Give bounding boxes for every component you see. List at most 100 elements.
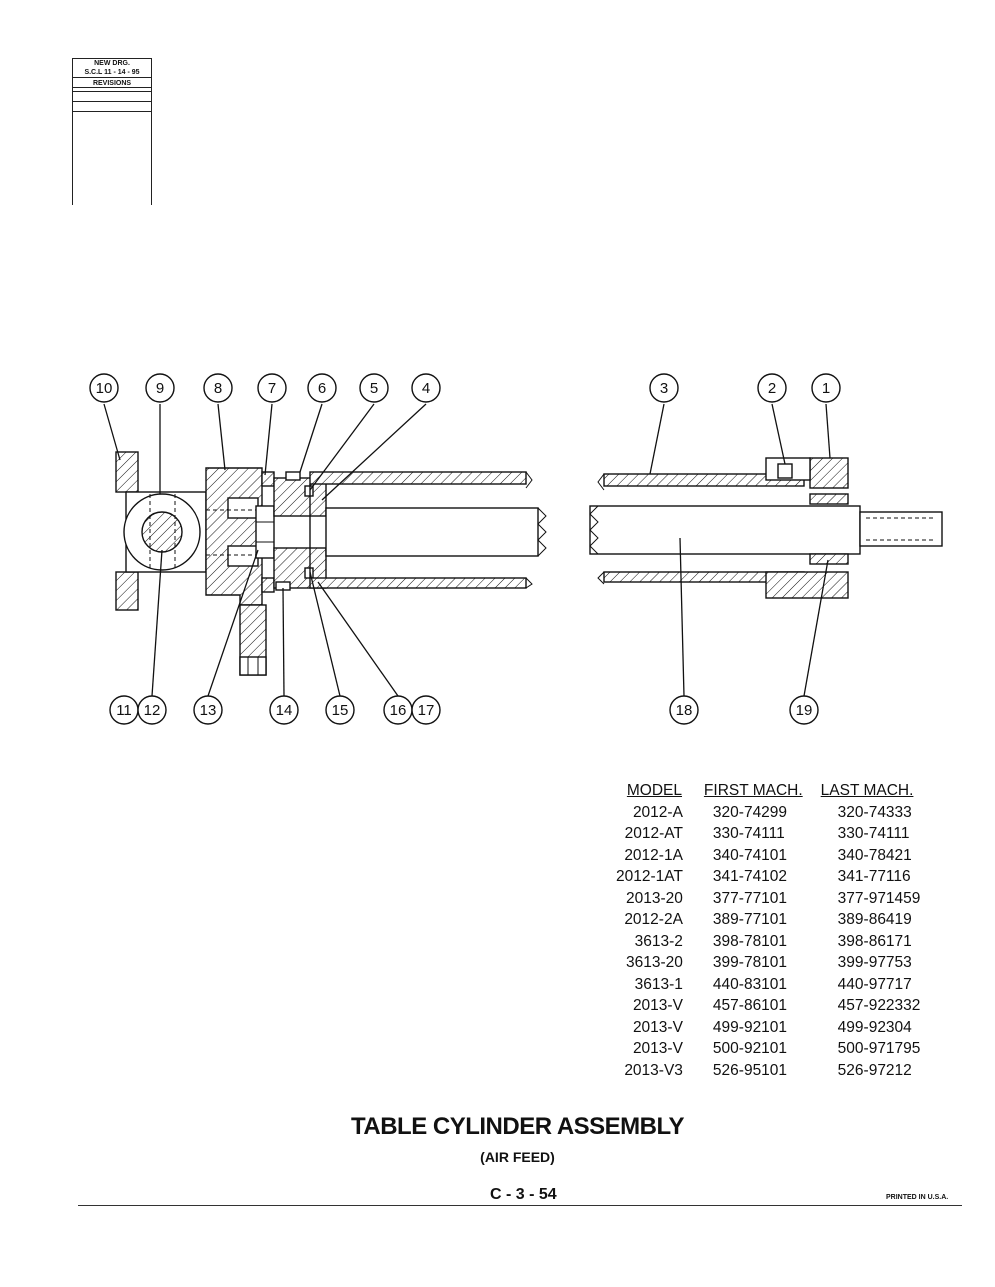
last-mach-cell: 398-86171	[837, 932, 912, 950]
table-row: 2013-V 499-92101 499-92304	[610, 1017, 926, 1039]
svg-text:14: 14	[276, 702, 293, 719]
first-mach-cell: 457-86101	[712, 997, 788, 1014]
left-assembly	[115, 451, 547, 676]
callout-13: 13	[193, 695, 223, 725]
model-cell: 2013-V	[632, 1040, 683, 1057]
callouts: 10 9 8 7 6 5 4 3 2 1 11 12 13 14 15 16 1…	[89, 373, 841, 725]
table-row: 2013-V 457-86101 457-922332	[610, 995, 926, 1017]
cylinder-tube-upper	[309, 471, 527, 485]
first-mach-cell: 340-74101	[712, 846, 788, 864]
revisions-heading: REVISIONS	[92, 80, 132, 87]
model-cell: 3613-1	[634, 975, 683, 993]
model-cell: 2012-2A	[624, 911, 683, 928]
model-cell: 2013-20	[626, 889, 683, 907]
model-cell: 2012-1AT	[616, 868, 683, 885]
first-mach-cell: 330-74111	[712, 825, 785, 842]
callout-16: 16	[383, 695, 413, 725]
rod-end-block	[205, 467, 263, 606]
first-mach-cell: 500-92101	[712, 1040, 788, 1057]
revision-new-drawing: NEW DRG.	[94, 60, 130, 67]
piston-rod-left	[325, 507, 539, 557]
last-mach-cell: 320-74333	[837, 803, 912, 821]
first-mach-cell: 440-83101	[712, 975, 788, 993]
first-mach-cell: 399-78101	[712, 954, 788, 971]
bushing-lower	[809, 553, 849, 565]
model-cell: 2013-V3	[624, 1061, 683, 1079]
svg-text:19: 19	[796, 702, 813, 719]
model-cell: 2013-V	[632, 997, 683, 1014]
svg-text:2: 2	[768, 380, 776, 397]
svg-text:5: 5	[370, 380, 378, 397]
last-mach-cell: 499-92304	[837, 1018, 912, 1036]
right-assembly	[589, 457, 943, 599]
last-mach-cell: 500-971795	[837, 1040, 921, 1057]
callout-11: 11	[109, 695, 139, 725]
footer-rule	[78, 1205, 962, 1206]
first-mach-cell: 526-95101	[712, 1061, 788, 1079]
clevis-pin	[141, 511, 183, 553]
callout-6: 6	[307, 373, 337, 403]
callout-17: 17	[411, 695, 441, 725]
callout-19: 19	[789, 695, 819, 725]
callout-1: 1	[811, 373, 841, 403]
svg-text:6: 6	[318, 380, 326, 397]
svg-text:17: 17	[418, 702, 435, 719]
callout-10: 10	[89, 373, 119, 403]
model-cell: 2013-V	[632, 1018, 683, 1036]
page-subtitle: (AIR FEED)	[480, 1149, 555, 1165]
clevis-bracket-lower	[115, 571, 139, 611]
cylinder-tube-lower	[309, 577, 527, 589]
callout-7: 7	[257, 373, 287, 403]
svg-text:7: 7	[268, 380, 276, 397]
lock-nut	[255, 505, 275, 559]
table-row: 2013-V3 526-95101 526-97212	[610, 1060, 926, 1082]
svg-text:18: 18	[676, 702, 693, 719]
callout-12: 12	[137, 695, 167, 725]
page-title: TABLE CYLINDER ASSEMBLY	[351, 1113, 684, 1140]
svg-text:4: 4	[422, 380, 430, 397]
header-last-mach: LAST MACH.	[820, 782, 914, 799]
callout-8: 8	[203, 373, 233, 403]
last-mach-cell: 399-97753	[837, 954, 912, 971]
piston-rod-right	[589, 505, 861, 555]
svg-text:10: 10	[96, 380, 113, 397]
first-mach-cell: 499-92101	[712, 1018, 788, 1036]
threaded-rod-end	[859, 511, 943, 547]
printed-in-usa: PRINTED IN U.S.A.	[886, 1194, 949, 1201]
callout-9: 9	[145, 373, 175, 403]
last-mach-cell: 457-922332	[837, 997, 921, 1014]
revision-date: S.C.L 11 - 14 - 95	[84, 69, 140, 76]
svg-text:15: 15	[332, 702, 349, 719]
first-mach-cell: 341-74102	[712, 868, 788, 885]
callout-2: 2	[757, 373, 787, 403]
table-header-row: MODEL FIRST MACH. LAST MACH.	[610, 780, 926, 802]
last-mach-cell: 526-97212	[837, 1061, 912, 1079]
end-cap-lower	[765, 571, 849, 599]
model-cell: 2012-1A	[624, 846, 683, 864]
header-model: MODEL	[626, 782, 683, 799]
model-cell: 2012-A	[632, 803, 683, 821]
cylinder-assembly-drawing: 10 9 8 7 6 5 4 3 2 1 11 12 13 14 15 16 1…	[89, 373, 943, 725]
end-cap-upper	[809, 457, 849, 489]
svg-text:3: 3	[660, 380, 668, 397]
svg-text:8: 8	[214, 380, 222, 397]
callout-15: 15	[325, 695, 355, 725]
svg-text:16: 16	[390, 702, 407, 719]
first-mach-cell: 377-77101	[712, 889, 788, 907]
last-mach-cell: 340-78421	[837, 846, 912, 864]
revision-box: NEW DRG. S.C.L 11 - 14 - 95 REVISIONS	[72, 58, 152, 205]
page-number: C - 3 - 54	[490, 1186, 557, 1203]
last-mach-cell: 389-86419	[837, 911, 912, 928]
model-cell: 3613-2	[634, 932, 683, 950]
head-seal-upper	[261, 471, 275, 487]
svg-text:9: 9	[156, 380, 164, 397]
